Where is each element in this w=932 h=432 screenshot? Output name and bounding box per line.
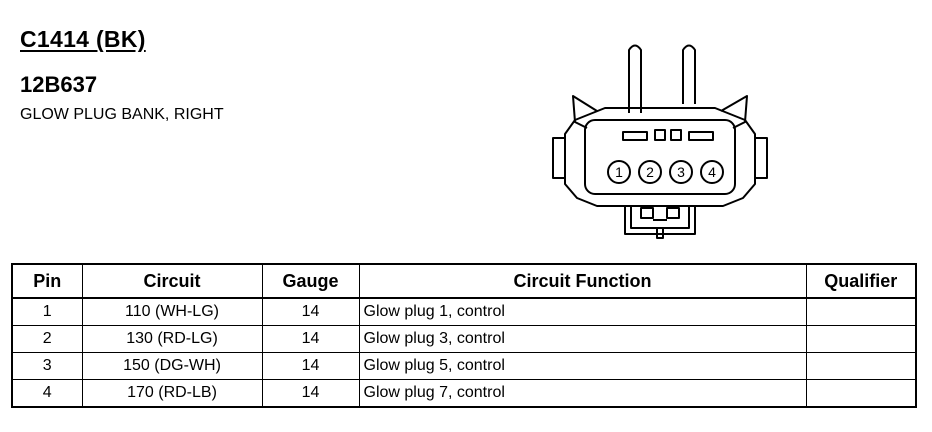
- cell-pin: 3: [11, 352, 83, 380]
- pin-1-circle: [607, 160, 631, 184]
- cell-function: Glow plug 5, control: [358, 352, 807, 380]
- connector-face: [584, 119, 736, 195]
- cell-qualifier: [805, 379, 917, 408]
- cell-qualifier: [805, 297, 917, 326]
- pin-3-circle: [669, 160, 693, 184]
- pin-1-label: 1: [615, 164, 623, 180]
- header-pin: Pin: [11, 263, 83, 299]
- cell-function: Glow plug 7, control: [358, 379, 807, 408]
- pin-3-label: 3: [677, 164, 685, 180]
- key-slot-right: [688, 131, 714, 141]
- header-gauge: Gauge: [261, 263, 360, 299]
- header-circuit: Circuit: [81, 263, 263, 299]
- bottom-latch: [624, 206, 696, 235]
- key-slot-mid-1: [654, 129, 666, 141]
- connector-diagram: 1 2 3 4: [552, 44, 768, 239]
- cell-pin: 2: [11, 325, 83, 353]
- pinout-table: Pin Circuit Gauge Circuit Function Quali…: [11, 263, 917, 408]
- connector-title: C1414 (BK): [20, 26, 146, 52]
- cell-gauge: 14: [261, 352, 360, 380]
- pin-4-circle: [700, 160, 724, 184]
- right-lock-tab: [682, 44, 696, 104]
- pin-2-label: 2: [646, 164, 654, 180]
- cell-qualifier: [805, 325, 917, 353]
- cell-circuit: 130 (RD-LG): [81, 325, 263, 353]
- cell-qualifier: [805, 352, 917, 380]
- cell-function: Glow plug 1, control: [358, 297, 807, 326]
- table-row: 3 150 (DG-WH) 14 Glow plug 5, control: [11, 352, 917, 380]
- cell-function: Glow plug 3, control: [358, 325, 807, 353]
- table-row: 4 170 (RD-LB) 14 Glow plug 7, control: [11, 379, 917, 408]
- left-lock-tab: [628, 44, 642, 113]
- header-circuit-function: Circuit Function: [358, 263, 807, 299]
- header-qualifier: Qualifier: [805, 263, 917, 299]
- cell-circuit: 170 (RD-LB): [81, 379, 263, 408]
- cell-gauge: 14: [261, 297, 360, 326]
- pin-2-circle: [638, 160, 662, 184]
- cell-gauge: 14: [261, 325, 360, 353]
- cell-gauge: 14: [261, 379, 360, 408]
- table-row: 1 110 (WH-LG) 14 Glow plug 1, control: [11, 297, 917, 326]
- cell-circuit: 150 (DG-WH): [81, 352, 263, 380]
- part-number: 12B637: [20, 72, 98, 97]
- right-side-ear: [755, 137, 768, 179]
- left-side-ear: [552, 137, 565, 179]
- right-latch-arm: [720, 95, 748, 129]
- table-row: 2 130 (RD-LG) 14 Glow plug 3, control: [11, 325, 917, 353]
- cell-pin: 1: [11, 297, 83, 326]
- connector-housing: [564, 107, 756, 207]
- left-latch-arm: [572, 95, 598, 129]
- key-slot-mid-2: [670, 129, 682, 141]
- pin-4-label: 4: [708, 164, 716, 180]
- table-header-row: Pin Circuit Gauge Circuit Function Quali…: [11, 263, 917, 299]
- connector-description: GLOW PLUG BANK, RIGHT: [20, 106, 224, 123]
- cell-circuit: 110 (WH-LG): [81, 297, 263, 326]
- cell-pin: 4: [11, 379, 83, 408]
- key-slot-left: [622, 131, 648, 141]
